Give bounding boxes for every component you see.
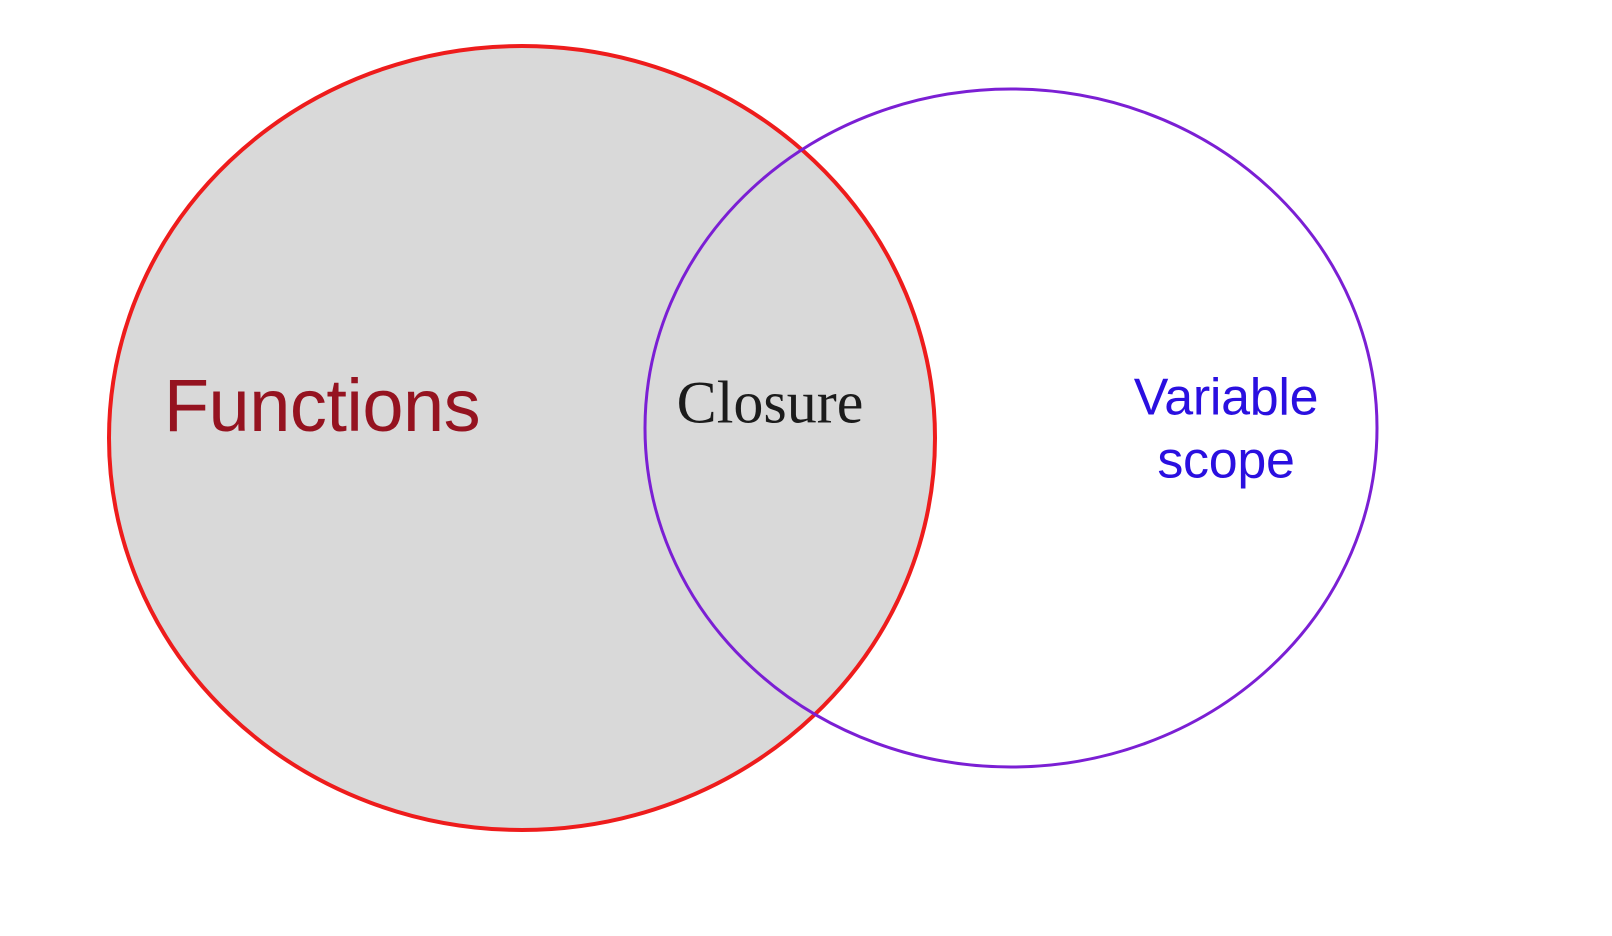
left-set-circle-functions[interactable] [107,44,937,832]
right-set-circle-variable-scope[interactable] [643,87,1379,769]
